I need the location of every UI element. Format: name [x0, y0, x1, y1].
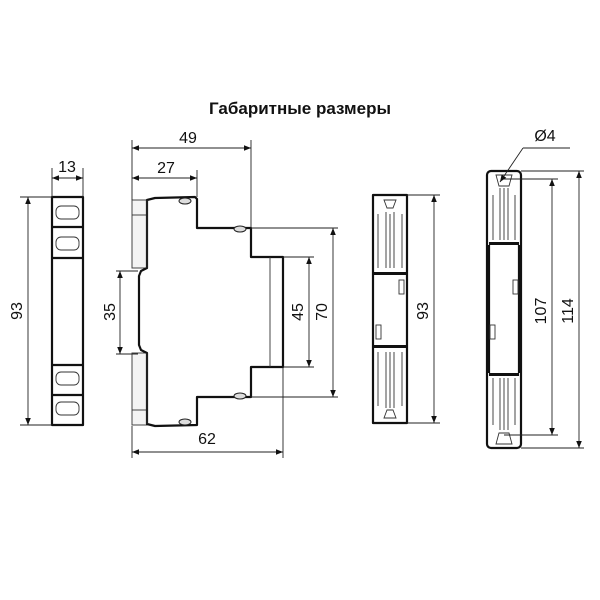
dim-front-window: 45: [290, 303, 307, 321]
dim-din-rail: 35: [102, 303, 119, 321]
dim-hole-diameter: Ø4: [534, 128, 555, 145]
dim-back-height: 93: [415, 302, 432, 320]
back-view: 93: [371, 193, 440, 425]
bracket-view: Ø4 107 114: [485, 128, 584, 450]
dim-bracket-height: 114: [560, 298, 577, 324]
front-view: 13 93: [9, 159, 85, 427]
dim-side-depth-full: 62: [198, 431, 216, 448]
drawing-title: Габаритные размеры: [209, 99, 391, 118]
side-view: 49 27 35 45 70 62: [102, 130, 338, 458]
dim-side-depth-total: 49: [179, 130, 197, 147]
dim-side-height: 70: [314, 303, 331, 321]
dim-front-height: 93: [9, 302, 26, 320]
dim-side-depth-front: 27: [157, 160, 175, 177]
dim-front-width: 13: [58, 159, 76, 176]
dim-hole-spacing: 107: [533, 298, 550, 325]
